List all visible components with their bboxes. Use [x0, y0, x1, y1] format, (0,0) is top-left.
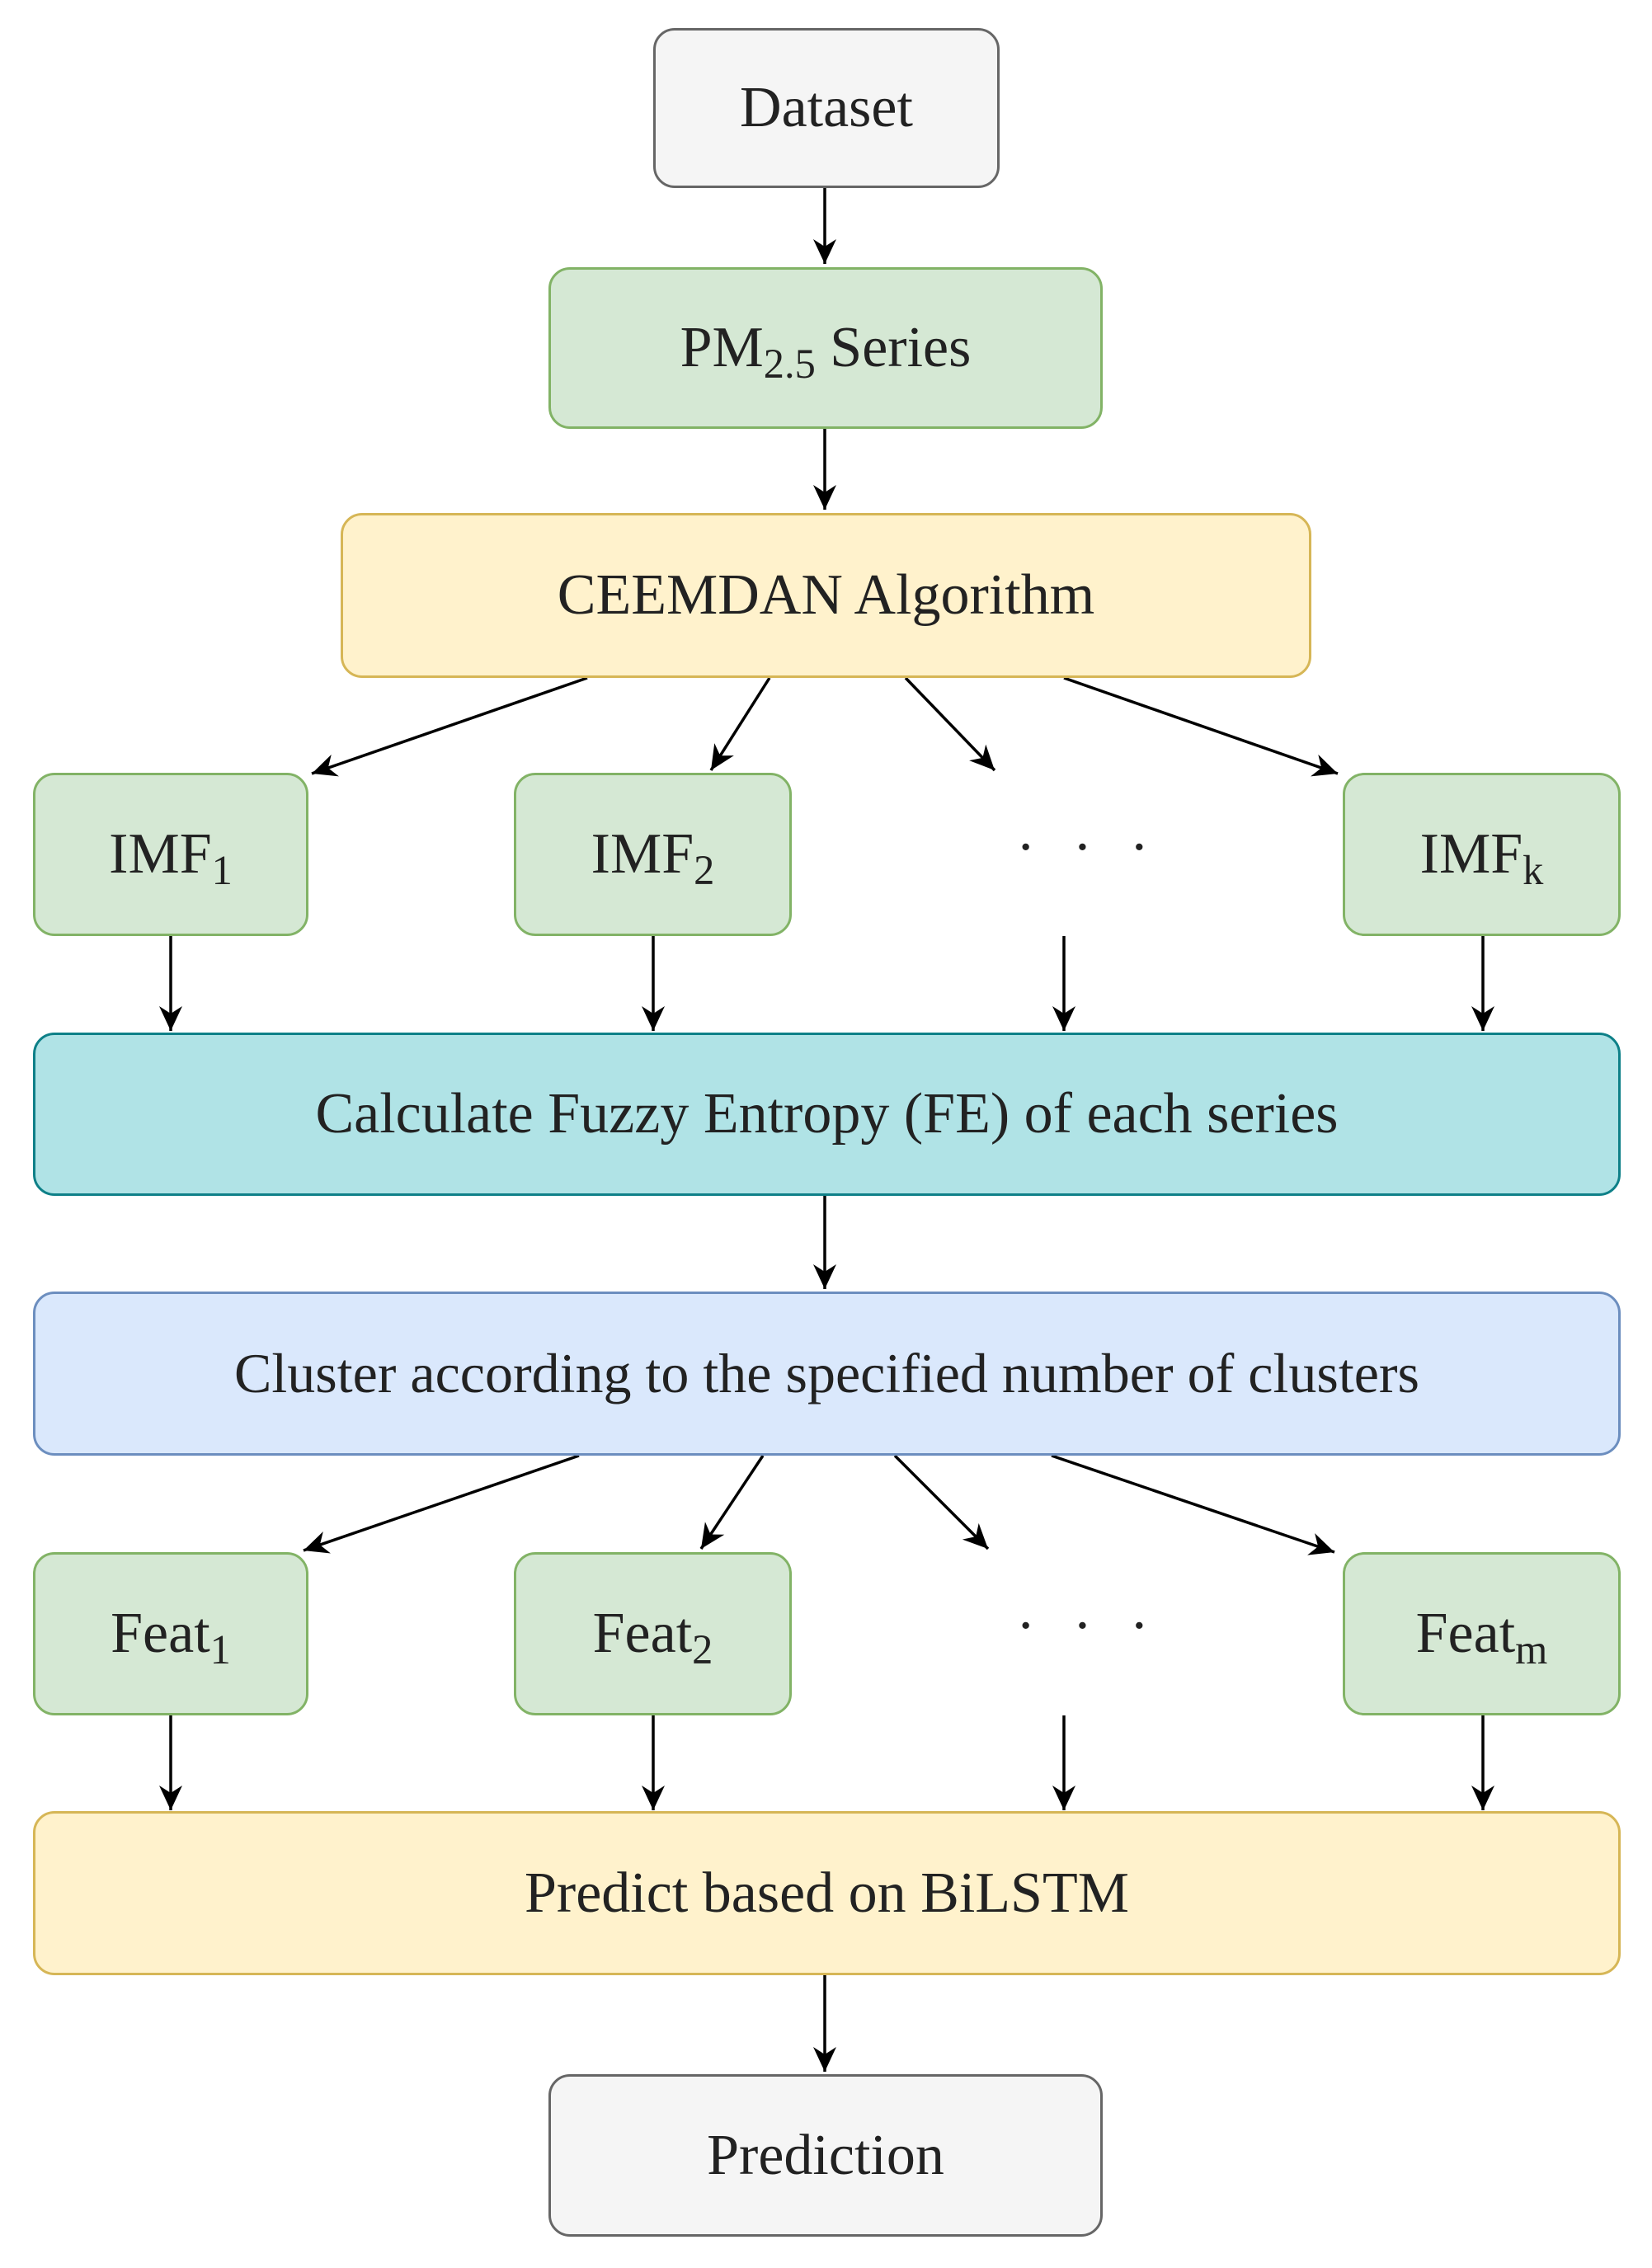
- prediction-label: Prediction: [707, 2123, 944, 2187]
- feat2-node: Feat2: [514, 1552, 792, 1715]
- imf-ellipsis: · · ·: [1016, 816, 1160, 879]
- arrow-ceemdan-imf1: [311, 676, 588, 777]
- fuzzy-entropy-label: Calculate Fuzzy Entropy (FE) of each ser…: [315, 1082, 1339, 1146]
- feat1-node: Feat1: [33, 1552, 308, 1715]
- featm-node: Featm: [1343, 1552, 1621, 1715]
- pm25-sub: 2.5: [763, 341, 816, 388]
- bilstm-node: Predict based on BiLSTM: [33, 1811, 1621, 1975]
- arrow-ceemdan-ellipsis: [904, 676, 996, 772]
- imf2-main: IMF: [591, 822, 694, 886]
- bilstm-label: Predict based on BiLSTM: [525, 1861, 1129, 1925]
- pm25-suffix: Series: [815, 316, 972, 379]
- imf2-label: IMF2: [591, 821, 715, 891]
- dataset-node: Dataset: [653, 28, 1000, 188]
- arrow-cluster-featm: [1051, 1454, 1335, 1555]
- imf1-sub: 1: [211, 847, 233, 894]
- cluster-node: Cluster according to the specified numbe…: [33, 1292, 1621, 1456]
- ceemdan-node: CEEMDAN Algorithm: [341, 513, 1311, 678]
- arrow-cluster-feat2: [699, 1455, 765, 1550]
- feat2-main: Feat: [592, 1602, 693, 1665]
- arrow-ceemdan-imfk: [1063, 676, 1339, 777]
- imf2-node: IMF2: [514, 773, 792, 936]
- featm-label: Featm: [1415, 1601, 1548, 1670]
- feat1-main: Feat: [111, 1602, 210, 1665]
- arrow-cluster-ellipsis: [893, 1454, 990, 1550]
- featm-sub: m: [1515, 1626, 1548, 1673]
- arrow-ceemdan-imf2: [709, 677, 771, 771]
- cluster-label: Cluster according to the specified numbe…: [234, 1342, 1419, 1405]
- dataset-label: Dataset: [740, 76, 913, 139]
- prediction-node: Prediction: [548, 2074, 1103, 2237]
- pm25-series-node: PM2.5 Series: [548, 267, 1103, 429]
- imfk-node: IMFk: [1343, 773, 1621, 936]
- ceemdan-label: CEEMDAN Algorithm: [557, 563, 1095, 627]
- imf1-label: IMF1: [109, 821, 233, 891]
- imf2-sub: 2: [694, 847, 715, 894]
- imf1-node: IMF1: [33, 773, 308, 936]
- feat2-label: Feat2: [592, 1601, 713, 1670]
- pm25-series-label: PM2.5 Series: [680, 315, 972, 384]
- feat2-sub: 2: [692, 1626, 713, 1673]
- fuzzy-entropy-node: Calculate Fuzzy Entropy (FE) of each ser…: [33, 1033, 1621, 1196]
- imfk-label: IMFk: [1419, 821, 1544, 891]
- arrow-cluster-feat1: [303, 1454, 580, 1554]
- imfk-sub: k: [1523, 847, 1544, 894]
- featm-main: Feat: [1415, 1602, 1516, 1665]
- pm25-main: PM: [680, 316, 764, 379]
- imfk-main: IMF: [1419, 822, 1523, 886]
- feat-ellipsis: · · ·: [1016, 1594, 1160, 1658]
- feat1-sub: 1: [209, 1626, 231, 1673]
- imf1-main: IMF: [109, 822, 212, 886]
- feat1-label: Feat1: [111, 1601, 231, 1670]
